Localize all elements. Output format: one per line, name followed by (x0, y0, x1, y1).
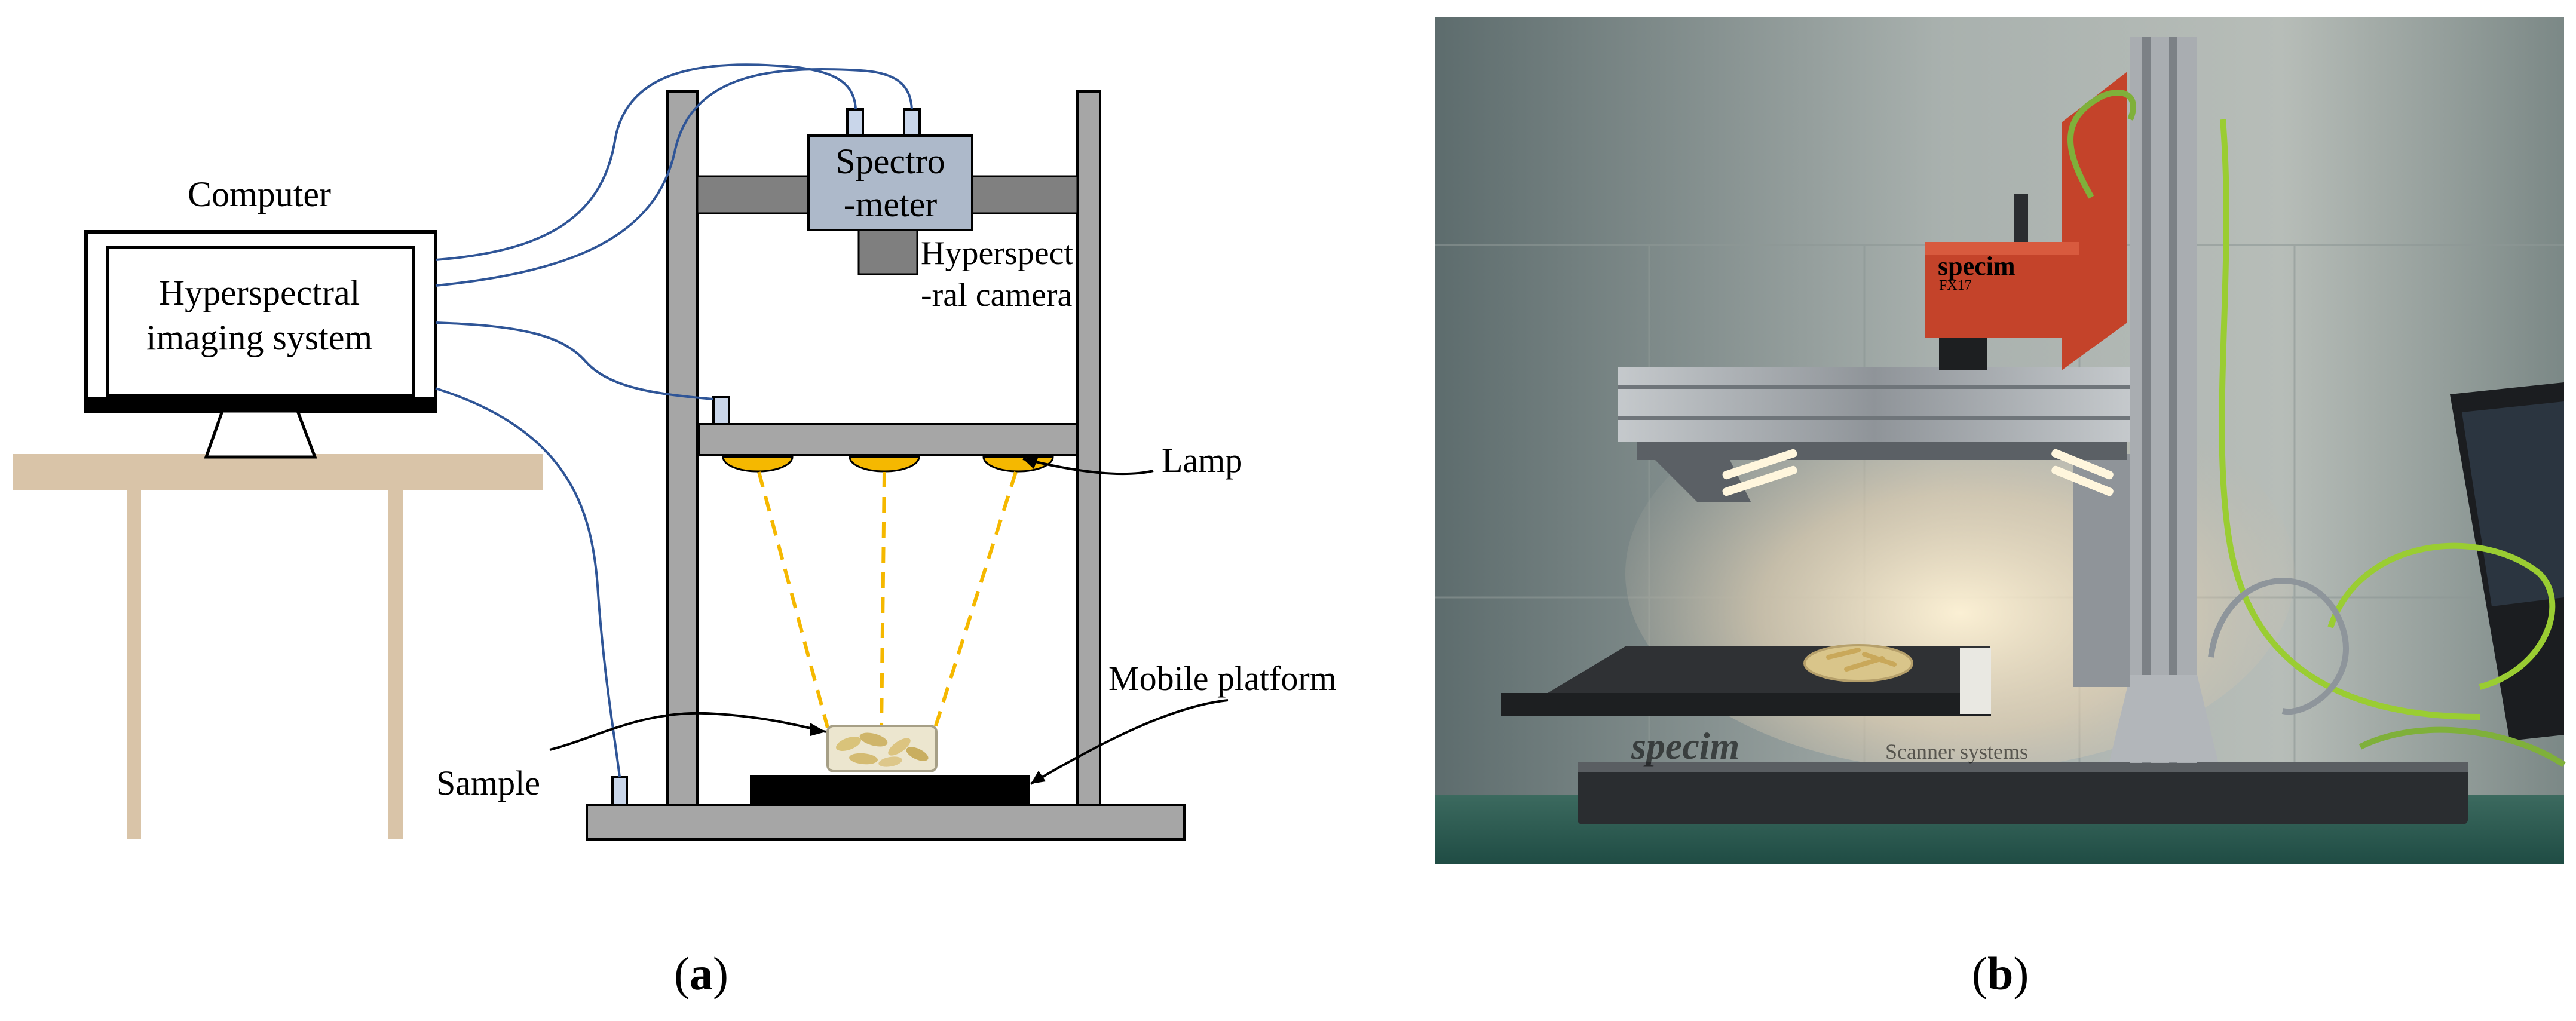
caption-a-letter: a (689, 948, 713, 999)
frame-lamp-beam (698, 423, 1079, 456)
scan-stage (1501, 644, 1991, 716)
aluminum-beam (1618, 367, 2130, 502)
panel-b-photo: specim Scanner systems (1435, 17, 2566, 864)
computer: Computer Hyperspectral imaging system (84, 174, 437, 459)
mobile-platform-leader (1030, 699, 1229, 785)
frame-base (586, 804, 1186, 841)
monitor-bezel (86, 397, 436, 411)
table (13, 454, 543, 839)
frame-left-post (666, 90, 699, 806)
sample-leader (549, 712, 826, 751)
computer-label: Computer (188, 174, 331, 214)
spectrometer-line-1: Spectro (835, 142, 945, 181)
lamp-2 (849, 456, 920, 473)
frame-right-post (1076, 90, 1101, 806)
screen-line-2: imaging system (146, 318, 372, 357)
leader-lines (549, 458, 1229, 785)
connector-right (903, 108, 921, 137)
lamps (722, 456, 1054, 473)
mobile-platform (750, 775, 1030, 805)
screen-line-1: Hyperspectral (159, 273, 360, 312)
caption-b: (b) (1972, 948, 2029, 999)
camera-brand: specim (1938, 252, 2016, 281)
lamp-1 (722, 456, 794, 473)
camera-label-line-1: Hyperspect (921, 235, 1073, 272)
base-connector (611, 776, 628, 806)
camera-model: FX17 (1939, 278, 1972, 293)
sample-label: Sample (436, 764, 540, 802)
mobile-platform-label: Mobile platform (1108, 659, 1337, 698)
connector-left (846, 108, 864, 137)
caption-a: (a) (674, 948, 728, 999)
lamp-leader (1022, 458, 1154, 476)
caption-b-letter: b (1987, 948, 2014, 999)
base-text: Scanner systems (1885, 740, 2028, 764)
lamp-connector (712, 396, 730, 425)
camera-label-line-2: -ral camera (921, 277, 1072, 314)
panel-a: Computer Hyperspectral imaging system Sp… (13, 63, 1337, 841)
lamp-label: Lamp (1162, 441, 1242, 480)
hyperspectral-camera: Hyperspect -ral camera (857, 229, 1073, 314)
light-beams (757, 471, 1018, 728)
photo-camera: specim FX17 (1925, 72, 2127, 370)
photo-cables (2067, 90, 2566, 768)
monitor-screen (106, 246, 415, 397)
spectrometer-line-2: -meter (844, 185, 938, 224)
base-brand: specim (1631, 725, 1739, 767)
scanner-base: specim Scanner systems (1578, 725, 2468, 824)
cables (435, 63, 913, 778)
frame (586, 90, 1186, 841)
monitor-stand (204, 409, 317, 459)
spectrometer-box (807, 134, 973, 231)
aluminum-column (2073, 37, 2218, 763)
arrowheads (810, 456, 1046, 784)
sample (826, 725, 938, 772)
camera-lens (857, 229, 918, 275)
spectrometer: Spectro -meter (807, 108, 973, 231)
